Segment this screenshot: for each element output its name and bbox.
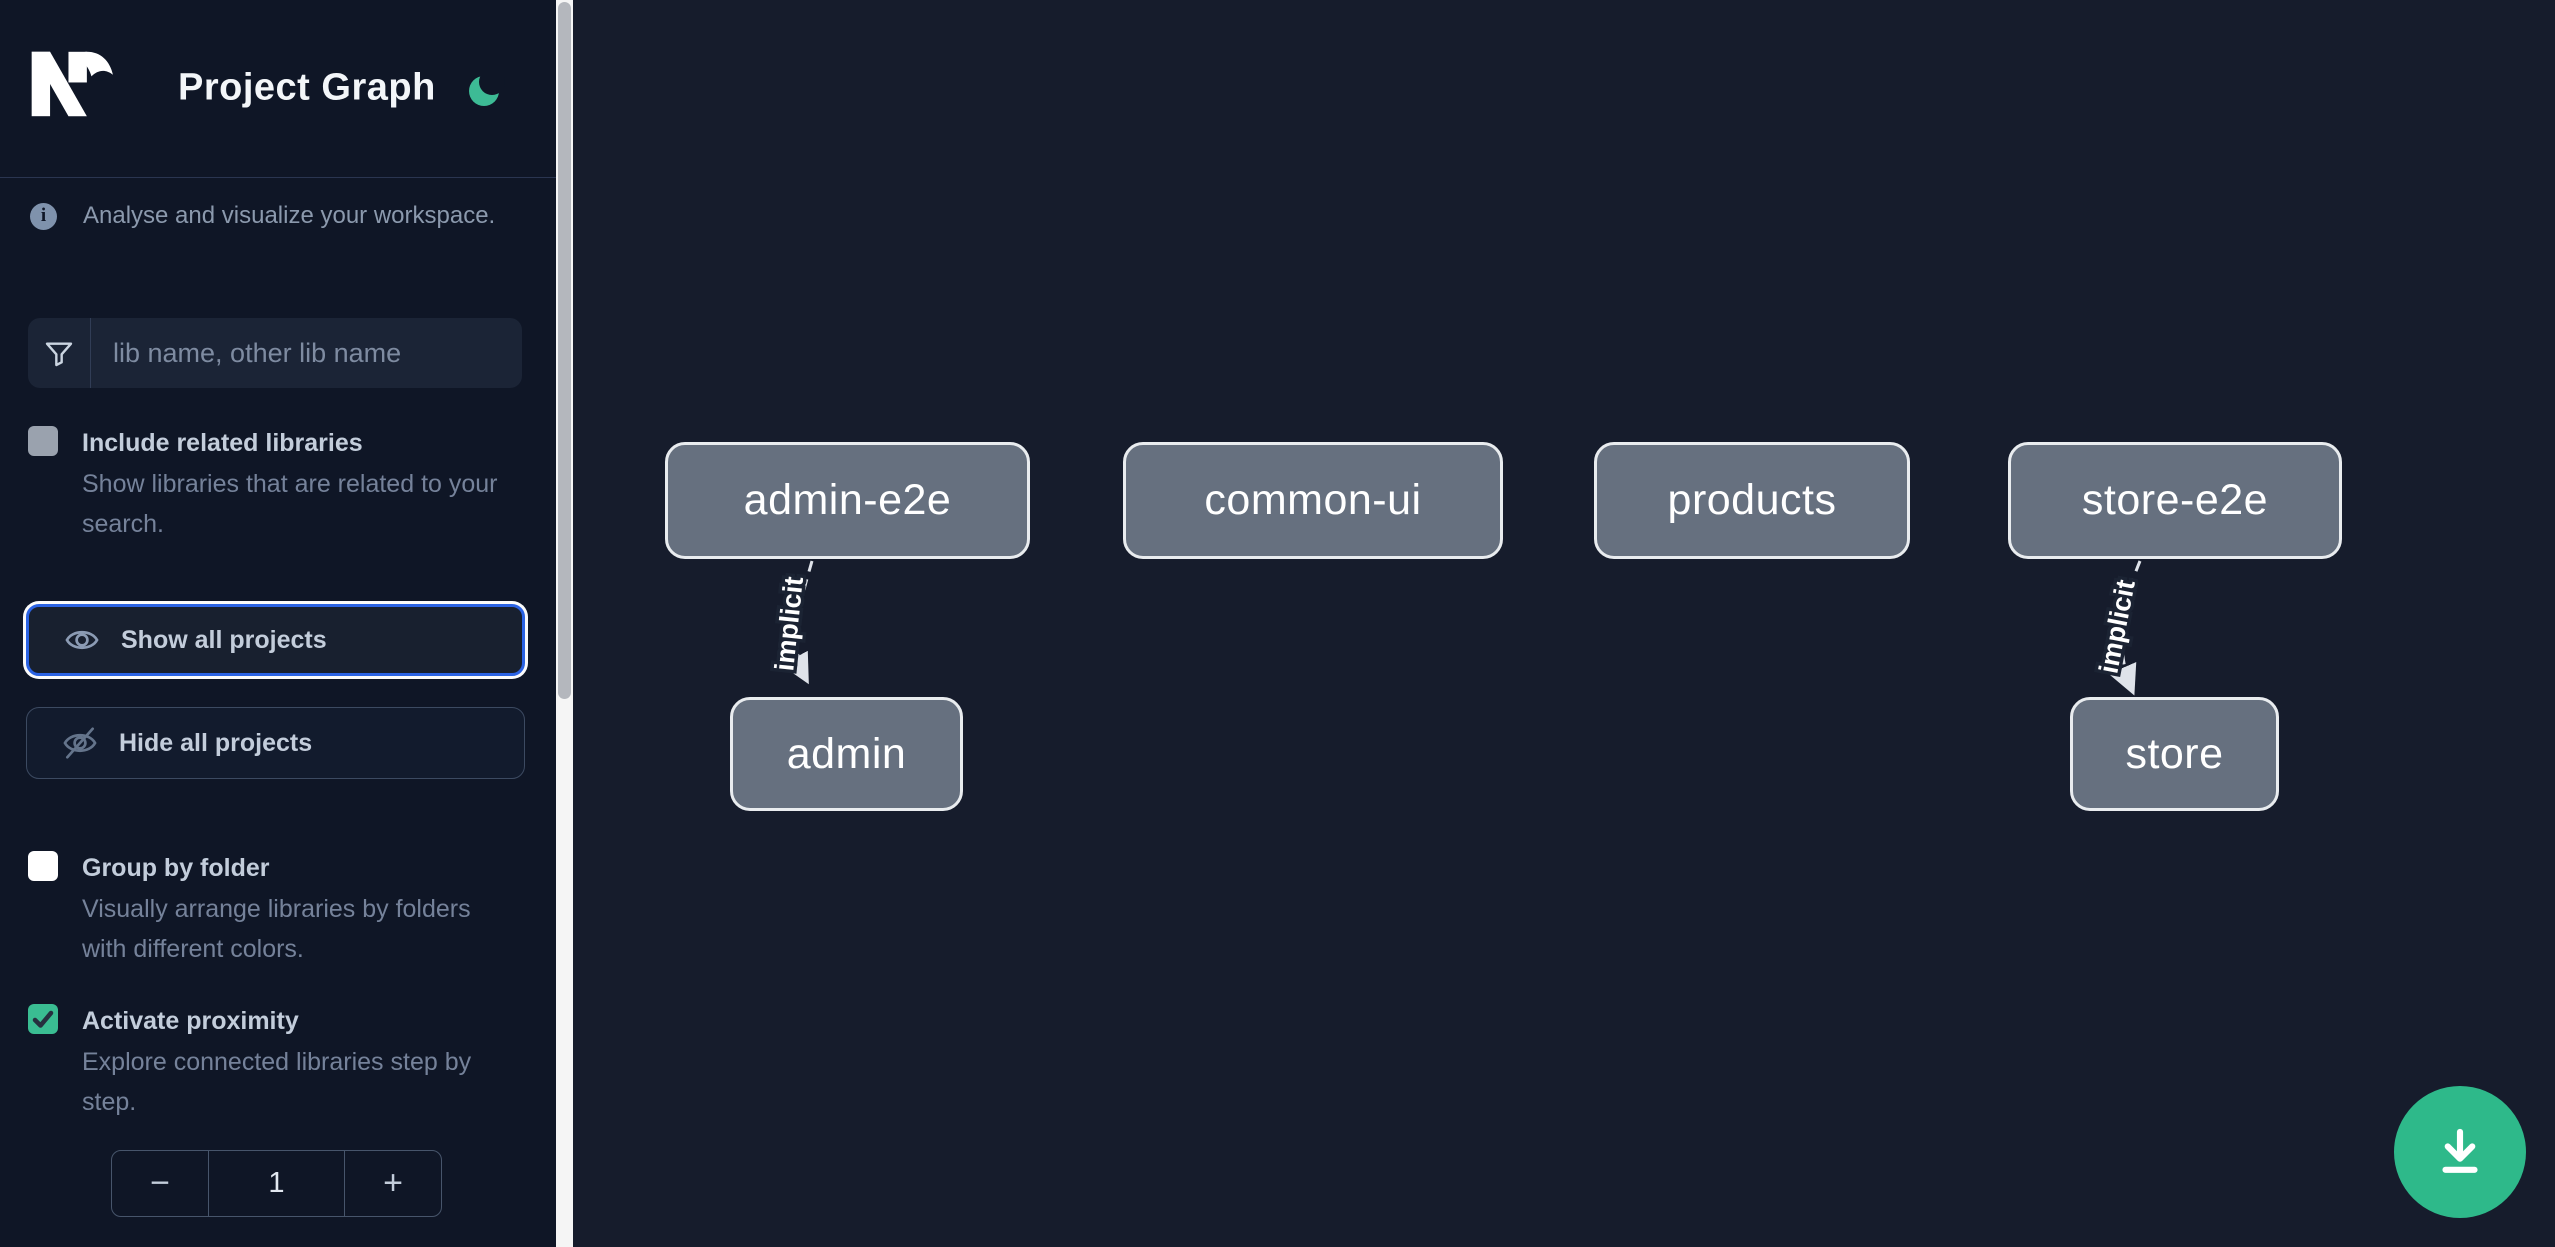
group-by-folder-description: Visually arrange libraries by folders wi… [82, 895, 471, 963]
graph-node-admin[interactable]: admin [730, 697, 963, 811]
sidebar-scrollbar-thumb[interactable] [558, 2, 571, 699]
activate-proximity-description: Explore connected libraries step by step… [82, 1048, 472, 1116]
nx-logo [31, 51, 113, 117]
check-icon [32, 1010, 54, 1028]
hide-all-projects-label: Hide all projects [119, 728, 313, 757]
edge-label-implicit-2: implicit [2093, 577, 2140, 676]
group-by-folder-label: Group by folder [82, 854, 270, 882]
download-image-button[interactable] [2394, 1086, 2526, 1218]
proximity-value[interactable]: 1 [268, 1167, 285, 1199]
header-divider [0, 177, 556, 178]
eye-icon [65, 630, 99, 650]
include-related-row: Include related libraries Show libraries… [28, 424, 498, 544]
proximity-stepper: − 1 + [111, 1150, 442, 1217]
activate-proximity-checkbox[interactable] [28, 1004, 58, 1034]
sidebar-header: Project Graph [0, 0, 556, 178]
tagline: Analyse and visualize your workspace. [83, 202, 496, 229]
graph-node-store[interactable]: store [2070, 697, 2279, 811]
edge-store-e2e-to-store [2108, 560, 2142, 696]
sidebar: Project Graph i Analyse and visualize yo… [0, 0, 556, 1247]
info-icon: i [30, 202, 57, 230]
graph-edges: implicit implicit [766, 560, 2144, 696]
show-all-projects-button[interactable]: Show all projects [26, 604, 525, 676]
group-by-folder-checkbox[interactable] [28, 851, 58, 881]
edge-label-implicit-1: implicit [769, 575, 809, 672]
page-title: Project Graph [178, 66, 436, 109]
search-box [28, 318, 522, 388]
download-icon [2442, 1128, 2478, 1173]
workspace-info: i Analyse and visualize your workspace. [30, 202, 495, 230]
filter-icon [28, 318, 91, 388]
search-input[interactable] [91, 318, 522, 388]
include-related-checkbox[interactable] [28, 426, 58, 456]
group-by-folder-row: Group by folder Visually arrange librari… [28, 849, 498, 969]
include-related-description: Show libraries that are related to your … [82, 470, 498, 538]
theme-toggle-moon-icon[interactable] [466, 70, 506, 110]
activate-proximity-label: Activate proximity [82, 1007, 299, 1035]
edge-admin-e2e-to-admin [781, 560, 814, 685]
graph-node-admin-e2e[interactable]: admin-e2e [665, 442, 1030, 559]
include-related-label: Include related libraries [82, 429, 363, 457]
graph-node-common-ui[interactable]: common-ui [1123, 442, 1503, 559]
graph-node-products[interactable]: products [1594, 442, 1910, 559]
show-all-projects-label: Show all projects [121, 625, 327, 654]
activate-proximity-row: Activate proximity Explore connected lib… [28, 1002, 498, 1122]
sidebar-scrollbar-track[interactable] [556, 0, 573, 1247]
eye-off-icon [63, 727, 97, 759]
proximity-decrement-button[interactable]: − [112, 1151, 209, 1216]
graph-node-store-e2e[interactable]: store-e2e [2008, 442, 2342, 559]
hide-all-projects-button[interactable]: Hide all projects [26, 707, 525, 779]
graph-canvas[interactable]: implicit implicit [573, 0, 2555, 1247]
proximity-increment-button[interactable]: + [344, 1151, 441, 1216]
